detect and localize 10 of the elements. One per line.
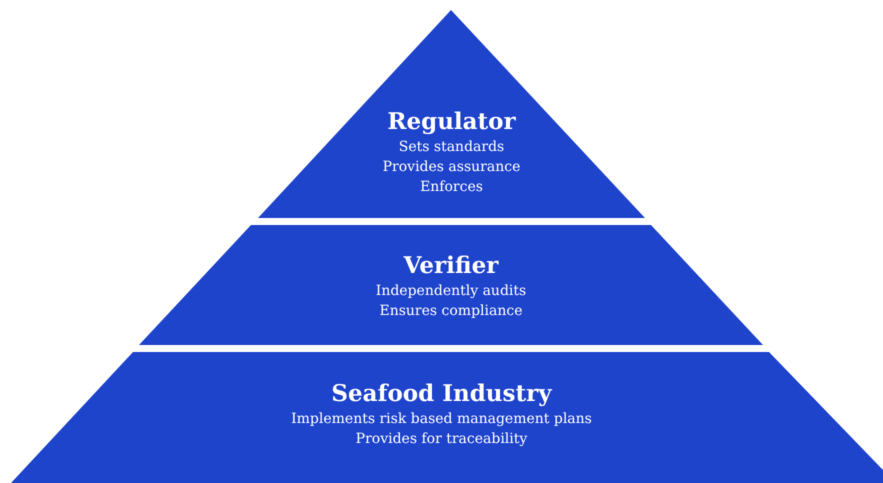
tier-title: Seafood Industry [331, 380, 552, 408]
tier-description: Provides for traceability [356, 431, 528, 448]
tier-description: Enforces [420, 179, 483, 196]
tier-title: Regulator [387, 108, 516, 136]
tier-description: Sets standards [398, 139, 504, 156]
tier-description: Provides assurance [382, 159, 520, 176]
tier-title: Verifier [404, 252, 498, 280]
tier-description: Ensures compliance [379, 303, 522, 320]
tier-description: Independently audits [376, 283, 526, 300]
tier-description: Implements risk based management plans [291, 411, 592, 428]
